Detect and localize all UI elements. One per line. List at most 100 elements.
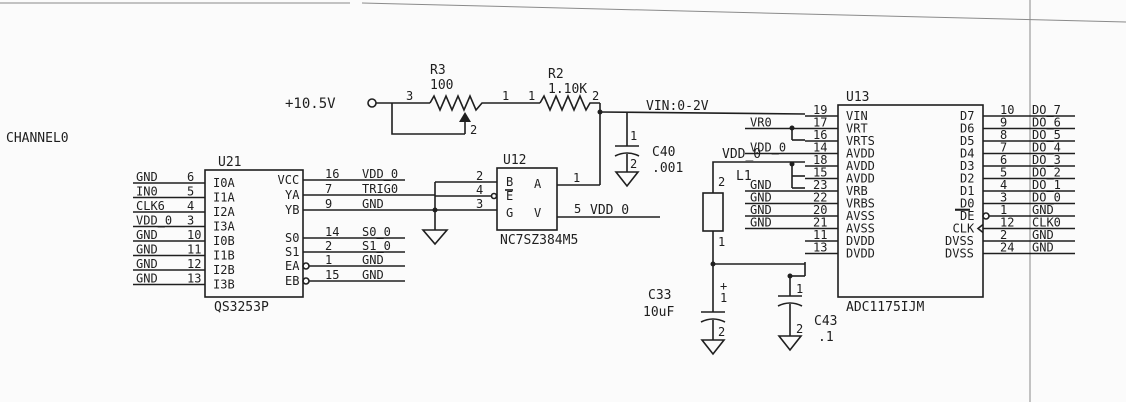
channel-label: CHANNEL0 — [6, 131, 69, 146]
u21-part: QS3253P — [214, 300, 269, 315]
u13-pin-vrbs-7: VRBS — [846, 197, 875, 211]
u21-pin-i3b: I3B — [213, 278, 235, 292]
u13-pin-vrt-1: VRT — [846, 122, 868, 136]
r3-value: 100 — [430, 78, 453, 93]
r2-resistor — [539, 93, 600, 113]
svg-text:3: 3 — [476, 197, 483, 211]
u21-pin-vcc: VCC — [278, 173, 300, 187]
c40-plate-bottom — [614, 152, 640, 157]
u21-pin-yb: YB — [285, 203, 299, 217]
u21-rnum-4: 2 — [325, 239, 332, 253]
u13-rnum-11: 24 — [1000, 241, 1014, 255]
u21-rnet-6: GND — [362, 268, 384, 282]
u13-lnet-3: VDD_0 — [750, 141, 786, 155]
u21-rnum-2: 9 — [325, 197, 332, 211]
u21-rnet-1: TRIG0 — [362, 182, 398, 196]
svg-text:1: 1 — [720, 291, 727, 305]
u13-pin-d0-7: D0 — [960, 197, 974, 211]
c43-plate-bottom — [777, 302, 803, 307]
svg-text:4: 4 — [476, 183, 483, 197]
u13-lnum-6: 23 — [813, 178, 827, 192]
vdd-filter: VDD_0 L1 2 1 + 1 2 C33 10uF 1 2 C43 .1 — [643, 147, 837, 356]
u13-rnet-11: GND — [1032, 241, 1054, 255]
u21-net-5: GND — [136, 243, 158, 257]
u21-net-7: GND — [136, 272, 158, 286]
u13-pin-dvdd-10: DVDD — [846, 234, 875, 248]
r3-out-pin: 1 — [502, 89, 509, 103]
svg-text:2: 2 — [718, 325, 725, 339]
u13-rnum-5: 5 — [1000, 166, 1007, 180]
r2: R2 1.10K 2 — [539, 67, 600, 113]
u21-pinnum-0: 6 — [187, 170, 194, 184]
svg-text:+: + — [720, 279, 727, 293]
u21-rnet-5: GND — [362, 253, 384, 267]
u13-lnet-9: GND — [750, 216, 772, 230]
u21-pin-i3a: I3A — [213, 220, 235, 234]
u21-pin-ea: EA — [285, 259, 300, 273]
u21-net-1: IN0 — [136, 185, 158, 199]
u12-pin-g: G — [506, 206, 513, 220]
u21-pin-s0: S0 — [285, 231, 299, 245]
c40-ref: C40 — [652, 145, 675, 160]
r2-out-pin: 2 — [592, 89, 599, 103]
u21-rnum-3: 14 — [325, 225, 339, 239]
u13-rnet-10: GND — [1032, 228, 1054, 242]
svg-text:2: 2 — [796, 322, 803, 336]
u13-pin-avss-9: AVSS — [846, 222, 875, 236]
svg-text:2: 2 — [630, 157, 637, 171]
u13-pin-dvdd-11: DVDD — [846, 247, 875, 261]
c43-value: .1 — [818, 330, 834, 345]
u13-lnet-6: GND — [750, 178, 772, 192]
u21-net-3: VDD_0 — [136, 214, 172, 228]
u13-rnet-3: DO_4 — [1032, 141, 1061, 155]
u13-lnum-2: 16 — [813, 128, 827, 142]
u13-rnet-2: DO_5 — [1032, 128, 1061, 142]
r3-ref: R3 — [430, 63, 446, 78]
u21-net-4: GND — [136, 228, 158, 242]
u21-pin-eb: EB — [285, 274, 299, 288]
u13-rnum-0: 10 — [1000, 103, 1014, 117]
u13-rnet-1: DO_6 — [1032, 116, 1061, 130]
u13-rnet-9: CLK0 — [1032, 216, 1061, 230]
svg-text:2: 2 — [718, 175, 725, 189]
l1-ref: L1 — [736, 169, 752, 184]
u13-rnum-6: 4 — [1000, 178, 1007, 192]
u13-pin-dvss-10: DVSS — [945, 234, 974, 248]
r2-ref: R2 — [548, 67, 564, 82]
u13-pin-dvss-11: DVSS — [945, 247, 974, 261]
u12-ground-icon — [421, 229, 449, 246]
c33-value: 10uF — [643, 305, 674, 320]
u13-lnum-9: 21 — [813, 216, 827, 230]
u21-pinnum-7: 13 — [187, 272, 201, 286]
svg-text:1: 1 — [796, 282, 803, 296]
u21-rnet-4: S1_0 — [362, 239, 391, 253]
u13-rnet-4: DO_3 — [1032, 153, 1061, 167]
u21-pin-i1a: I1A — [213, 191, 235, 205]
c43-ref: C43 — [814, 314, 837, 329]
u21-pin-i0b: I0B — [213, 234, 235, 248]
u13-pin-avdd-4: AVDD — [846, 159, 875, 173]
u21-pinnum-3: 3 — [187, 214, 194, 228]
svg-text:2: 2 — [476, 169, 483, 183]
u21-pinnum-4: 10 — [187, 228, 201, 242]
u13-pin-vrts-2: VRTS — [846, 134, 875, 148]
u21-rnet-3: S0_0 — [362, 225, 391, 239]
supply-label: +10.5V — [285, 96, 336, 112]
u13-rnet-5: DO_2 — [1032, 166, 1061, 180]
u21-pinnum-1: 5 — [187, 185, 194, 199]
u21-rnum-6: 15 — [325, 268, 339, 282]
u12-switch: U12 NC7SZ384M5 B E G A V 2 4 3 1 5 VDD_0 — [421, 153, 660, 248]
u12-body — [496, 167, 558, 231]
u21-rnum-0: 16 — [325, 167, 339, 181]
svg-text:1: 1 — [573, 171, 580, 185]
r2-value: 1.10K — [548, 82, 587, 97]
u13-pin-d3-4: D3 — [960, 159, 974, 173]
vin-wire — [599, 111, 806, 115]
u21-net-0: GND — [136, 170, 158, 184]
u13-pin-d2-5: D2 — [960, 172, 974, 186]
u13-lnum-0: 19 — [813, 103, 827, 117]
u13-rnum-4: 6 — [1000, 153, 1007, 167]
